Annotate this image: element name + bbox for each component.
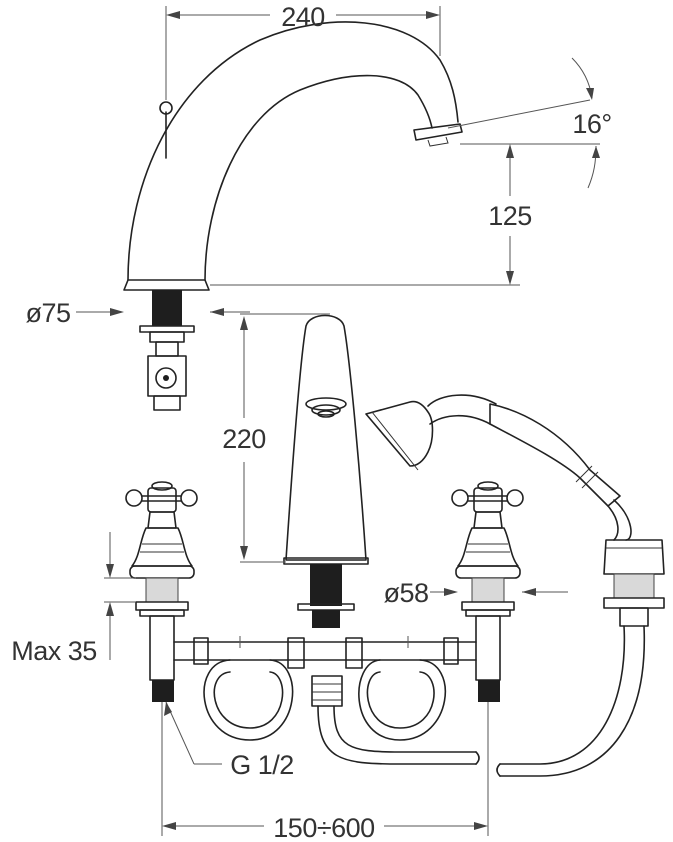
label-mixer-height: 220	[222, 424, 266, 454]
label-spout-width: 240	[281, 2, 325, 32]
central-spout	[283, 314, 369, 628]
dimension-spout-base-diameter: ø75	[25, 298, 250, 328]
dimension-max-thickness: Max 35	[11, 532, 136, 666]
label-spout-angle: 16°	[572, 109, 611, 139]
label-spout-base-diameter: ø75	[25, 298, 70, 328]
label-max-thickness: Max 35	[11, 636, 97, 666]
callout-thread-size: G 1/2	[164, 701, 294, 780]
dimension-mixer-height: 220	[222, 313, 330, 563]
left-cross-handle	[125, 481, 198, 702]
label-spout-height: 125	[488, 201, 532, 231]
dimension-spout-height: 125	[210, 144, 532, 286]
right-cross-handle	[451, 481, 524, 702]
dimension-spout-angle: 16°	[447, 57, 612, 189]
label-handle-base-diameter: ø58	[383, 578, 428, 608]
dimension-handle-base-diameter: ø58	[383, 578, 568, 608]
spout-side-view	[123, 21, 463, 411]
dimension-spout-width: 240	[165, 2, 441, 100]
label-center-distance: 150÷600	[273, 813, 374, 842]
dimension-center-distance: 150÷600	[161, 702, 489, 842]
connecting-pipes	[173, 636, 480, 765]
hand-shower	[365, 394, 665, 777]
label-thread-size: G 1/2	[230, 750, 294, 780]
